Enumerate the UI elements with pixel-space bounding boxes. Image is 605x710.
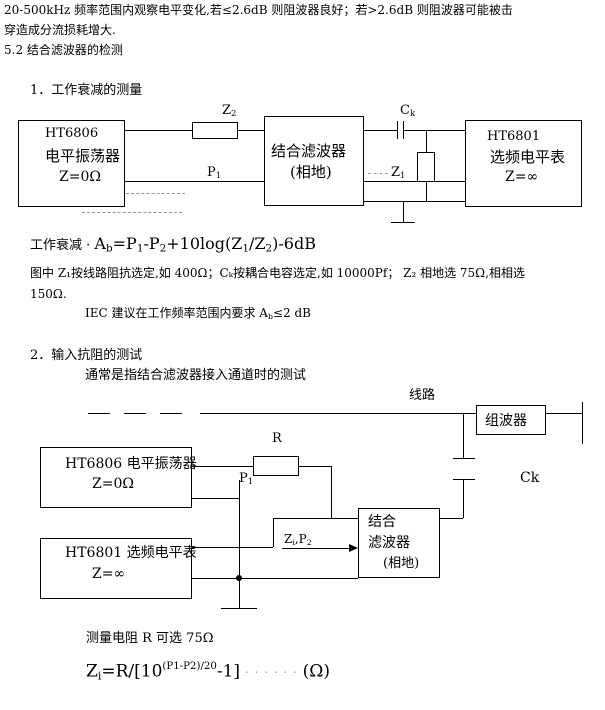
zi-formula: Zi=R/[10(P1-P2)/20-1] · · · · · · (Ω) (86, 661, 331, 683)
filter-mode: (相地) (290, 163, 332, 181)
coupling-filter-box (264, 116, 364, 206)
ck-label: Ck (400, 103, 416, 119)
oscillator-impedance-2: Z=0Ω (92, 476, 134, 492)
ck-plate-left (397, 121, 398, 139)
p1-label-2: P1 (239, 471, 254, 487)
meter-model: HT6801 (487, 129, 541, 144)
part2-subtitle: 通常是指结合滤波器接入通道时的测试 (85, 368, 307, 383)
ck-wire-top (463, 413, 464, 458)
wire-top-right (363, 130, 465, 131)
line-end-bar (582, 402, 583, 444)
coupling-filter-box-2 (358, 508, 440, 578)
wave-trap-label: 组波器 (485, 413, 527, 429)
r-wire-left (192, 466, 253, 467)
r-note: 测量电阻 R 可选 75Ω (86, 631, 214, 646)
meter-impedance-2: Z=∞ (92, 566, 126, 582)
wire-ground-right (363, 201, 465, 202)
zi-arrow-line (282, 548, 350, 549)
z1-label: Z1 (391, 165, 406, 181)
meter-name: 选频电平表 (490, 148, 566, 166)
z1-wire-top (426, 130, 427, 152)
r-label: R (272, 431, 282, 446)
ck2-plate-bottom (453, 479, 475, 480)
junction-dot (236, 575, 242, 581)
meter-box-2 (40, 538, 192, 599)
meter-box (465, 120, 582, 207)
oscillator-box (18, 120, 125, 207)
line-wire-right (546, 413, 582, 414)
part1-title: 1．工作衰减的测量 (30, 83, 143, 98)
intro-line-2: 穿造成分流损耗增大. (4, 23, 116, 37)
dotted-line-2 (82, 212, 182, 213)
z1-wire-bottom (426, 181, 427, 201)
line-wire (200, 413, 476, 414)
dotted-line-3 (368, 173, 388, 174)
ck2-plate-top (453, 458, 475, 459)
osc-ground-wire (192, 498, 239, 499)
oscillator-box-2 (40, 447, 192, 508)
oscillator-model: HT6806 (45, 126, 99, 141)
attenuation-formula: 工作衰减 · Ab=P1-P2+10log(Z1/Z2)-6dB (30, 234, 316, 255)
line-dash-3 (160, 413, 182, 414)
iec-note: IEC 建议在工作频率范围内要求 Ab≤2 dB (85, 306, 311, 321)
ck2-label: Ck (520, 470, 540, 486)
z2-label: Z2 (222, 103, 237, 119)
oscillator-title-2: HT6806 电平振荡器 (65, 456, 197, 472)
note-line-2: 150Ω. (30, 287, 67, 301)
filter-name: 结合滤波器 (271, 142, 347, 160)
r-wire-to-filter (331, 518, 358, 519)
line-dash-1 (88, 413, 110, 414)
wire-mid-left (124, 181, 264, 182)
meter-wire-join (273, 518, 331, 519)
ck-wire-to-filter (439, 518, 463, 519)
meter-wire-up (273, 518, 274, 547)
note-line-1: 图中 Z₁按线路阻抗选定,如 400Ω；Cₖ按耦合电容选定,如 10000Pf；… (30, 266, 525, 280)
intro-line-1: 20-500kHz 频率范围内观察电平变化,若≤2.6dB 则阻波器良好；若>2… (4, 3, 513, 17)
filter2-line2: 滤波器 (368, 535, 410, 551)
z2-resistor (192, 122, 238, 139)
section-title: 5.2 结合滤波器的检测 (4, 43, 123, 57)
ck-plate-right (403, 121, 404, 139)
zi-arrow-head (349, 544, 358, 552)
oscillator-name: 电平振荡器 (45, 147, 121, 165)
r-wire-right (299, 466, 331, 467)
ck-gap (398, 125, 403, 135)
meter-ground-wire (192, 578, 358, 579)
ground-stem (403, 201, 404, 223)
dotted-line-1 (70, 193, 185, 194)
r-wire-down (331, 466, 332, 518)
meter-title-2: HT6801 选频电平表 (65, 545, 197, 561)
wire-mid-right (363, 181, 465, 182)
part2-title: 2．输入抗阻的测试 (30, 348, 143, 363)
ck-wire-bottom (463, 479, 464, 518)
meter-impedance: Z=∞ (505, 169, 539, 185)
r-resistor (253, 456, 299, 476)
filter2-line3: (相地) (383, 556, 420, 571)
ground-vertical (239, 480, 240, 608)
z1-resistor (417, 152, 435, 182)
wave-trap-box (476, 405, 546, 435)
meter-wire (192, 547, 273, 548)
oscillator-impedance: Z=0Ω (59, 169, 101, 185)
line-label: 线路 (409, 388, 436, 403)
ground-bar (391, 222, 415, 223)
p1-label: P1 (207, 165, 222, 181)
line-dash-2 (124, 413, 146, 414)
filter2-line1: 结合 (368, 514, 396, 530)
zi-p2-label: Zi,P2 (284, 532, 312, 547)
ground-bar-2 (221, 608, 257, 609)
